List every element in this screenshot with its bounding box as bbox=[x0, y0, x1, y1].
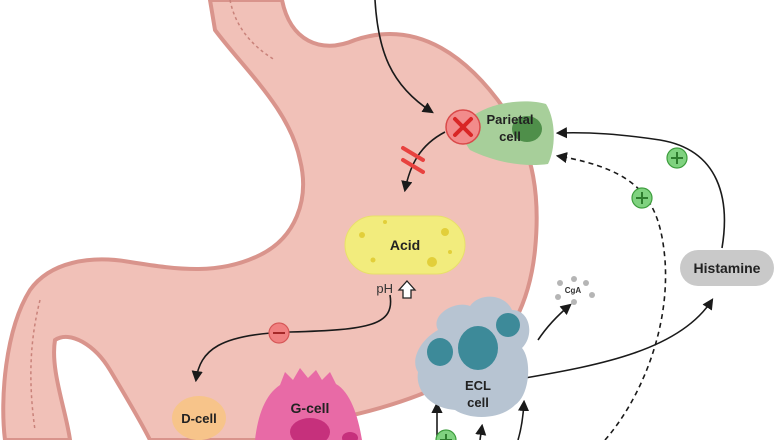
plus-circle-icon-3 bbox=[435, 429, 457, 440]
ecl-cell-label-line2: cell bbox=[467, 395, 489, 410]
block-mark-icon bbox=[401, 146, 425, 174]
ph-indicator: pH bbox=[376, 280, 417, 299]
acid-label: Acid bbox=[390, 237, 420, 253]
ecl-cell-label-line1: ECL bbox=[465, 378, 491, 393]
ecl-nucleus-2 bbox=[458, 326, 498, 370]
d-cell-label: D-cell bbox=[181, 411, 216, 426]
histamine-pill bbox=[680, 250, 774, 286]
plus-circle-icon bbox=[666, 147, 688, 169]
arrow-vagus-to-parietal bbox=[374, 0, 434, 114]
x-circle-icon bbox=[445, 109, 481, 145]
ecl-cell: ECL cell bbox=[415, 296, 530, 417]
parietal-cell-label-line1: Parietal bbox=[487, 112, 534, 127]
parietal-cell-label-line2: cell bbox=[499, 129, 521, 144]
stomach-inner-wall bbox=[30, 0, 276, 431]
arrow-up-3 bbox=[517, 399, 530, 440]
parietal-cell: Parietal cell bbox=[464, 101, 554, 166]
arrow-ph-to-dcell bbox=[191, 294, 392, 383]
g-cell-nucleus bbox=[290, 418, 330, 440]
arrow-histamine-to-parietal bbox=[555, 127, 726, 249]
histamine: Histamine bbox=[680, 250, 774, 286]
cga-label: CgA bbox=[565, 286, 582, 295]
minus-circle-icon bbox=[268, 322, 290, 344]
ecl-nucleus-1 bbox=[427, 338, 453, 366]
histamine-label: Histamine bbox=[694, 260, 761, 276]
ph-label: pH bbox=[376, 281, 393, 296]
parietal-cell-nucleus bbox=[512, 116, 542, 142]
g-cell-body bbox=[255, 368, 362, 440]
arrow-ecl-to-cga bbox=[537, 303, 572, 341]
ecl-nucleus-3 bbox=[496, 313, 520, 337]
g-cell-granule bbox=[342, 432, 358, 440]
d-cell-body bbox=[172, 396, 226, 440]
arrow-up-2 bbox=[475, 423, 487, 440]
g-cell-label: G-cell bbox=[291, 400, 330, 416]
d-cell: D-cell bbox=[172, 396, 226, 440]
g-cell: G-cell bbox=[255, 368, 362, 440]
acid: Acid bbox=[344, 215, 466, 275]
plus-circle-icon-2 bbox=[631, 187, 653, 209]
up-arrow-icon bbox=[397, 280, 417, 299]
cga: CgA bbox=[555, 276, 595, 305]
arrow-ecl-to-histamine bbox=[524, 298, 714, 379]
